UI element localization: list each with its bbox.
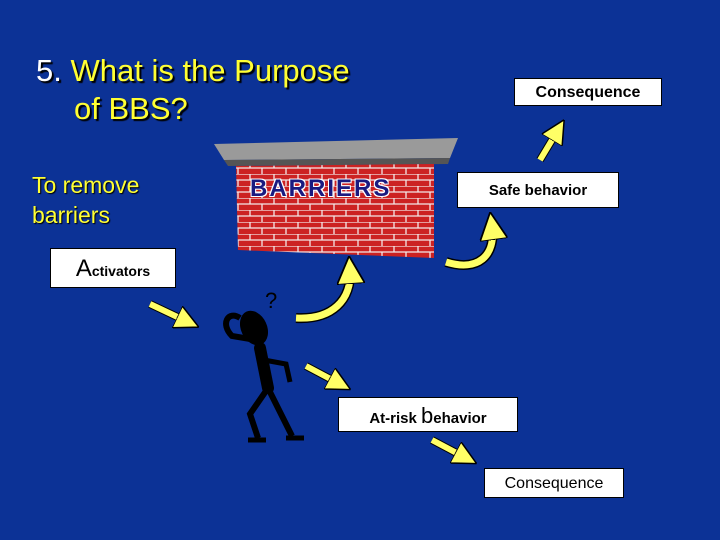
- wall-cap-shadow: [224, 158, 450, 166]
- at-risk-behavior-box: At-risk behavior: [338, 397, 518, 432]
- activators-box: Activators: [50, 248, 176, 288]
- barriers-label: BARRIERS: [250, 175, 392, 202]
- atrisk-label-rest: ehavior: [433, 410, 487, 427]
- subtitle: To remove barriers: [32, 172, 140, 228]
- safe-behavior-label: Safe behavior: [488, 182, 588, 199]
- brick-wall: [214, 138, 458, 258]
- consequence-box-top: Consequence: [514, 78, 662, 106]
- consequence-top-label: Consequence: [535, 84, 641, 101]
- title-number: 5.: [36, 53, 62, 88]
- title-line-1: What is the Purpose: [70, 53, 350, 88]
- consequence-bottom-label: Consequence: [504, 475, 604, 492]
- question-mark: ?: [265, 288, 277, 313]
- title-line-2: of BBS?: [74, 91, 188, 126]
- wall-face: [236, 164, 434, 258]
- wall-cap-top: [214, 138, 458, 160]
- atrisk-initial: b: [421, 403, 434, 428]
- activators-label: ctivators: [91, 263, 151, 279]
- consequence-box-bottom: Consequence: [484, 468, 624, 498]
- activators-initial: A: [75, 255, 92, 282]
- thinking-stick-figure: ?: [223, 288, 304, 443]
- slide-title: 5. What is the Purpose of BBS?: [36, 52, 456, 128]
- atrisk-label-pre: At-risk: [369, 410, 422, 427]
- safe-behavior-box: Safe behavior: [457, 172, 619, 208]
